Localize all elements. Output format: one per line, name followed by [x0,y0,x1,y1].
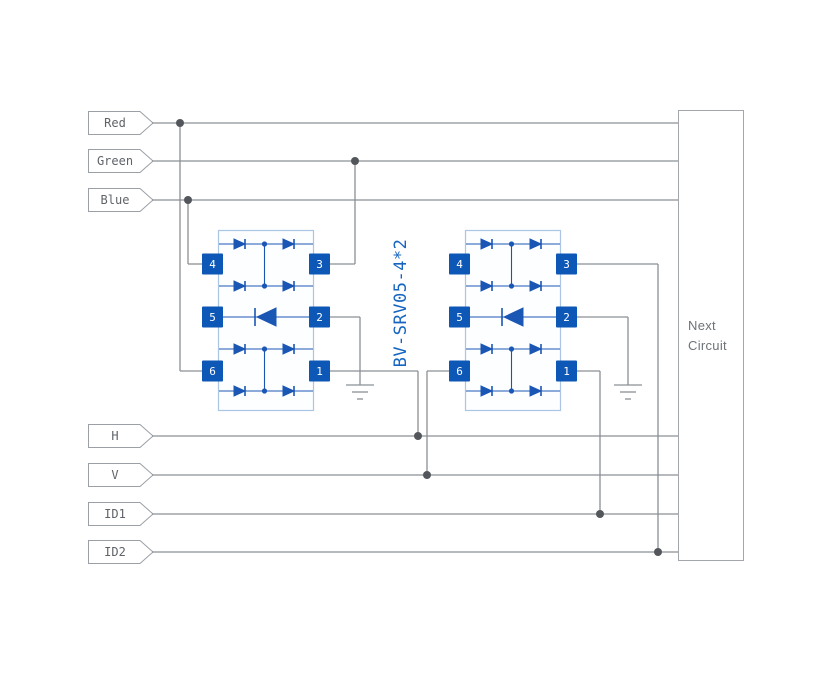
ground-icon [345,384,375,400]
junction-dots [176,119,662,556]
tag-label: Red [104,116,126,130]
tvs-ic-2 [448,229,578,412]
signal-tag-id1: ID1 [88,502,154,526]
signal-tag-green: Green [88,149,154,173]
branch-wires [179,123,659,552]
junction-dot [423,471,431,479]
junction-dot [176,119,184,127]
signal-tag-red: Red [88,111,154,135]
signal-wires [152,122,678,553]
tag-shape [88,149,154,173]
junction-dot [596,510,604,518]
signal-tag-blue: Blue [88,188,154,212]
tag-shape [88,540,154,564]
tag-label: H [111,429,118,443]
part-number-label: BV-SRV05-4*2 [391,238,411,368]
next-circuit-text: Next Circuit [688,317,727,353]
tag-label: Green [97,154,133,168]
tag-shape [88,424,154,448]
tag-shape [88,502,154,526]
tag-shape [88,188,154,212]
tag-shape [88,111,154,135]
signal-tag-h: H [88,424,154,448]
junction-dot [351,157,359,165]
ground-icon [613,384,643,400]
junction-dot [654,548,662,556]
junction-dot [184,196,192,204]
signal-tag-v: V [88,463,154,487]
next-circuit-label: Next Circuit [679,315,743,355]
junction-dot [414,432,422,440]
tag-label: Blue [101,193,130,207]
tag-label: ID1 [104,507,126,521]
tag-label: V [111,468,118,482]
tag-label: ID2 [104,545,126,559]
next-circuit-box: Next Circuit [678,110,744,561]
tvs-ic-1 [201,229,331,412]
tag-shape [88,463,154,487]
ground-wiring [330,316,643,400]
signal-tag-id2: ID2 [88,540,154,564]
